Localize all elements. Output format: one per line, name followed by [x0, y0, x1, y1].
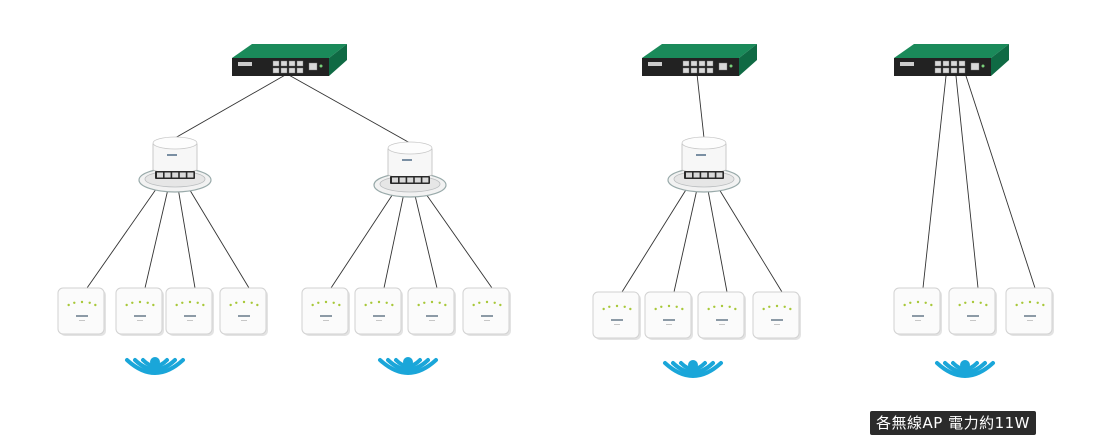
poe-switch-icon	[232, 44, 347, 76]
cable-line	[706, 185, 728, 293]
cable-line	[423, 190, 493, 289]
access-point-icon	[1005, 287, 1054, 336]
dome-hub-icon	[373, 141, 447, 198]
wifi-signal-icon	[125, 357, 185, 375]
access-point-icon	[219, 287, 268, 336]
access-point-icon	[592, 291, 641, 340]
cable-line	[144, 185, 170, 289]
access-point-icon	[893, 287, 942, 336]
cable-line	[86, 185, 159, 289]
dome-hub-icon	[667, 136, 741, 193]
access-point-icon	[697, 291, 746, 340]
cable-line	[965, 75, 1036, 289]
cable-line	[286, 73, 411, 144]
wires-layer	[86, 73, 1036, 293]
cable-line	[187, 185, 250, 289]
access-point-icon	[407, 287, 456, 336]
wifi-signal-icon	[663, 360, 723, 378]
cable-line	[383, 190, 405, 289]
nodes-layer	[57, 44, 1054, 378]
cable-line	[621, 185, 689, 293]
poe-switch-icon	[894, 44, 1009, 76]
cable-line	[174, 73, 288, 139]
access-point-icon	[462, 287, 511, 336]
wifi-signal-icon	[935, 360, 995, 378]
cable-line	[716, 185, 783, 293]
access-point-icon	[644, 291, 693, 340]
dome-hub-icon	[138, 136, 212, 193]
access-point-icon	[115, 287, 164, 336]
poe-switch-icon	[642, 44, 757, 76]
cable-line	[955, 75, 979, 289]
access-point-icon	[165, 287, 214, 336]
cable-line	[330, 190, 396, 289]
access-point-icon	[354, 287, 403, 336]
cable-line	[922, 75, 947, 289]
wifi-signal-icon	[378, 357, 438, 375]
cable-line	[696, 73, 705, 139]
cable-line	[413, 190, 438, 289]
access-point-icon	[57, 287, 106, 336]
cable-line	[177, 185, 196, 289]
access-point-icon	[948, 287, 997, 336]
access-point-icon	[752, 291, 801, 340]
power-note: 各無線AP 電力約11W	[870, 411, 1036, 435]
cable-line	[673, 185, 699, 293]
access-point-icon	[301, 287, 350, 336]
